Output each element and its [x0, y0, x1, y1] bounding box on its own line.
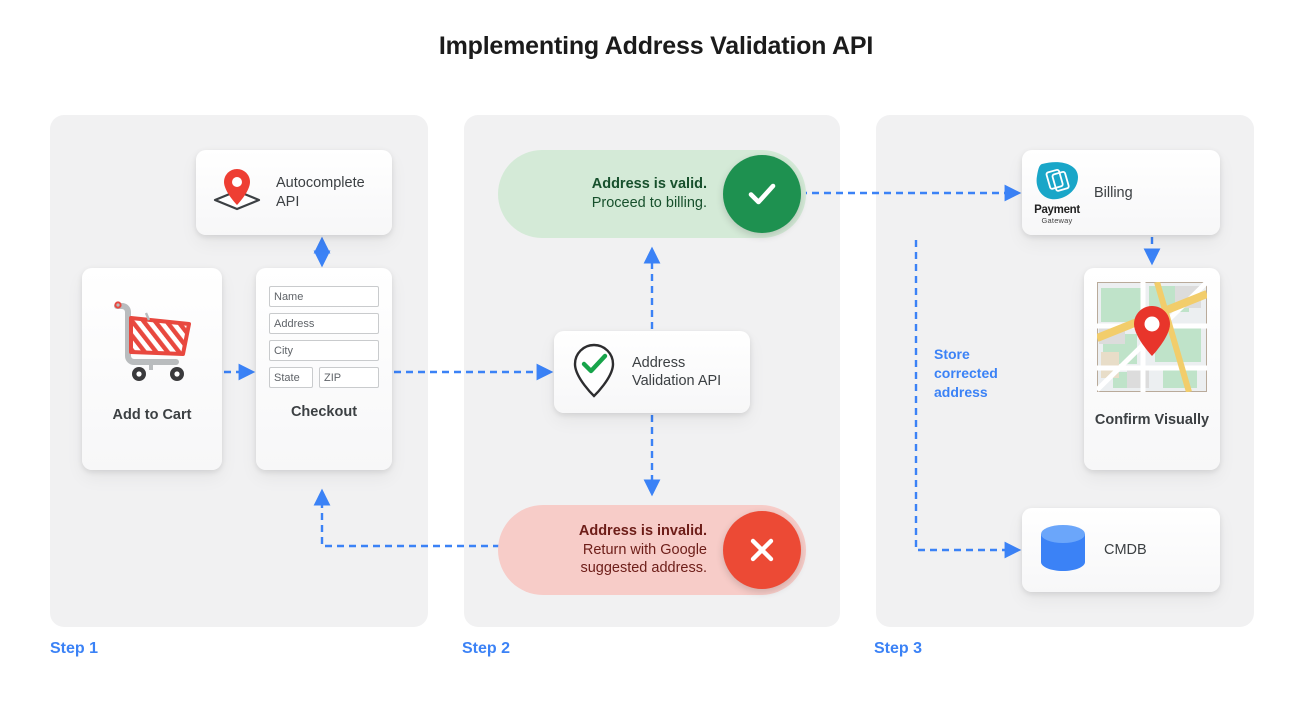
cmdb-label: CMDB — [1104, 542, 1147, 558]
confirm-visually-card[interactable]: Confirm Visually — [1084, 268, 1220, 470]
payment-logo-sub: Gateway — [1041, 216, 1073, 225]
address-field[interactable]: Address — [269, 313, 379, 334]
address-invalid-banner: Address is invalid. Return with Google s… — [498, 505, 806, 595]
page-title: Implementing Address Validation API — [438, 32, 874, 60]
billing-label: Billing — [1094, 184, 1133, 201]
step-3-label: Step 3 — [874, 640, 923, 657]
city-field[interactable]: City — [269, 340, 379, 361]
add-to-cart-card[interactable]: Add to Cart — [82, 268, 222, 470]
add-to-cart-caption: Add to Cart — [112, 407, 192, 423]
autocomplete-api-card[interactable]: Autocomplete API — [196, 150, 392, 235]
payment-gateway-icon: Payment Gateway — [1032, 160, 1082, 225]
zip-field[interactable]: ZIP — [319, 367, 379, 388]
billing-card[interactable]: Payment Gateway Billing — [1022, 150, 1220, 235]
cmdb-card[interactable]: CMDB — [1022, 508, 1220, 592]
check-icon — [723, 155, 801, 233]
pin-check-icon — [566, 340, 622, 405]
address-validation-api-label: Address Validation API — [632, 354, 722, 389]
shopping-cart-icon — [105, 290, 199, 389]
name-field[interactable]: Name — [269, 286, 379, 307]
address-invalid-title: Address is invalid. — [578, 522, 707, 539]
address-valid-banner: Address is valid. Proceed to billing. — [498, 150, 806, 238]
address-valid-text: Address is valid. Proceed to billing. — [592, 175, 723, 213]
state-field[interactable]: State — [269, 367, 313, 388]
autocomplete-api-label: Autocomplete API — [276, 175, 365, 210]
database-cylinder-icon — [1036, 521, 1090, 580]
checkout-form: Name Address City State ZIP — [269, 286, 379, 388]
checkout-caption: Checkout — [290, 404, 358, 420]
address-invalid-text: Address is invalid. Return with Google s… — [579, 522, 723, 579]
checkout-card[interactable]: Name Address City State ZIP Checkout — [256, 268, 392, 470]
state-zip-row: State ZIP — [269, 367, 379, 388]
close-x-icon — [723, 511, 801, 589]
address-invalid-line3: suggested address. — [580, 560, 707, 577]
address-valid-title: Address is valid. — [591, 176, 707, 193]
address-valid-subtitle: Proceed to billing. — [591, 195, 707, 211]
confirm-visually-caption: Confirm Visually — [1094, 412, 1210, 428]
store-corrected-address-label: Store corrected address — [934, 346, 998, 400]
map-pin-diamond-icon — [208, 161, 266, 224]
payment-logo-name: Payment — [1034, 204, 1080, 216]
step-2-label: Step 2 — [462, 640, 511, 657]
address-validation-api-card[interactable]: Address Validation API — [554, 331, 750, 413]
map-thumbnail-icon — [1095, 280, 1209, 397]
address-invalid-line2: Return with Google — [582, 541, 707, 558]
step-1-label: Step 1 — [50, 640, 99, 657]
